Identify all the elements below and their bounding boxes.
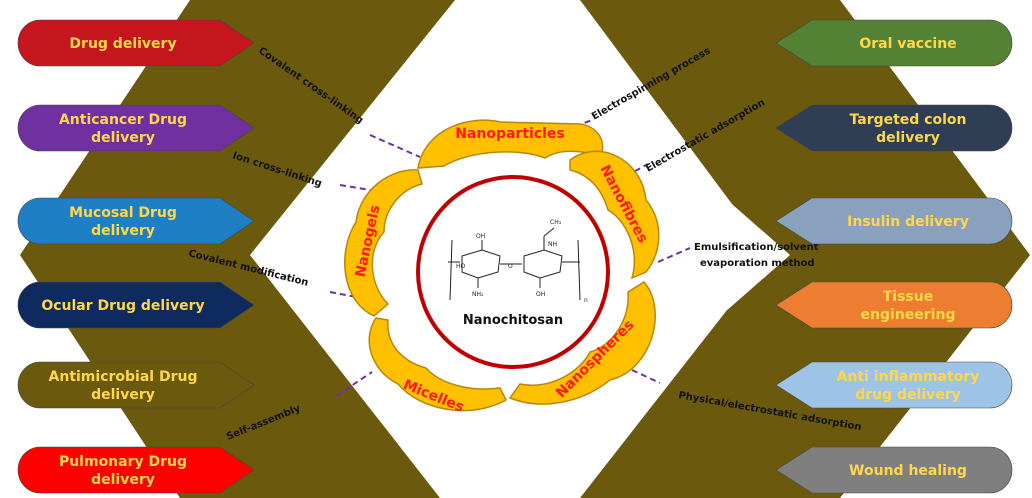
right-application-arrow-3 — [775, 281, 1013, 329]
right-application-label-3-line-1: engineering — [861, 307, 956, 323]
atom-ch3: CH₃ — [550, 219, 562, 226]
process-emulsification-line1: Emulsification/solvent — [694, 242, 819, 253]
left-application-label-0-line-0: Drug delivery — [69, 36, 176, 52]
right-application-arrow-1 — [775, 104, 1013, 152]
right-application-arrow-5 — [775, 446, 1013, 494]
petal-nanofibres — [569, 150, 660, 280]
left-application-label-5-line-0: Pulmonary Drug — [59, 454, 187, 470]
right-application-arrow-4 — [775, 361, 1013, 409]
atom-oh-2: OH — [536, 291, 545, 298]
right-application-label-2-line-0: Insulin delivery — [847, 214, 969, 230]
petal-nanogels — [344, 169, 423, 317]
left-application-label-4-line-0: Antimicrobial Drug — [49, 369, 198, 385]
petal-micelles — [368, 317, 507, 412]
process-emulsification-line2: evaporation method — [700, 258, 815, 269]
right-application-label-4-line-0: Anti inflammatory — [837, 369, 980, 385]
left-application-arrow-2 — [17, 197, 255, 245]
nanochitosan-ring — [416, 175, 610, 369]
right-application-arrow-0 — [775, 19, 1013, 67]
right-application-label-1-line-1: delivery — [876, 130, 940, 146]
formulation-flower — [344, 119, 660, 412]
connector-self-assembly — [335, 371, 373, 397]
right-application-label-3-line-0: Tissue — [883, 289, 933, 305]
atom-oh-1: OH — [476, 233, 485, 240]
label-nanoparticles: Nanoparticles — [455, 126, 565, 142]
right-application-label-1-line-0: Targeted colon — [850, 112, 967, 128]
chitosan-structure — [448, 227, 581, 301]
right-application-label-4-line-1: drug delivery — [855, 387, 961, 403]
left-application-label-1-line-1: delivery — [91, 130, 155, 146]
left-application-arrow-0 — [17, 19, 255, 67]
petal-nanospheres — [508, 281, 656, 405]
atom-nh: NH — [548, 241, 557, 248]
left-application-label-3-line-0: Ocular Drug delivery — [41, 298, 204, 314]
left-application-arrow-4 — [17, 361, 255, 409]
left-application-label-1-line-0: Anticancer Drug — [59, 112, 187, 128]
right-application-arrow-2 — [775, 197, 1013, 245]
connector-physical — [631, 369, 661, 384]
left-application-label-2-line-0: Mucosal Drug — [69, 205, 177, 221]
atom-o: O — [508, 263, 513, 270]
atom-nh2: NH₂ — [472, 291, 484, 298]
connector-covalent-cross-linking — [369, 134, 421, 158]
left-application-label-2-line-1: delivery — [91, 223, 155, 239]
right-application-label-5-line-0: Wound healing — [849, 463, 967, 479]
center-label: Nanochitosan — [463, 313, 563, 328]
left-application-label-4-line-1: delivery — [91, 387, 155, 403]
atom-n: n — [584, 297, 588, 304]
atom-ho: HO — [456, 263, 466, 270]
left-application-arrow-3 — [17, 281, 255, 329]
right-application-label-0-line-0: Oral vaccine — [859, 36, 956, 52]
left-application-label-5-line-1: delivery — [91, 472, 155, 488]
left-application-arrow-1 — [17, 104, 255, 152]
connector-emulsification — [657, 247, 691, 263]
left-application-arrow-5 — [17, 446, 255, 494]
